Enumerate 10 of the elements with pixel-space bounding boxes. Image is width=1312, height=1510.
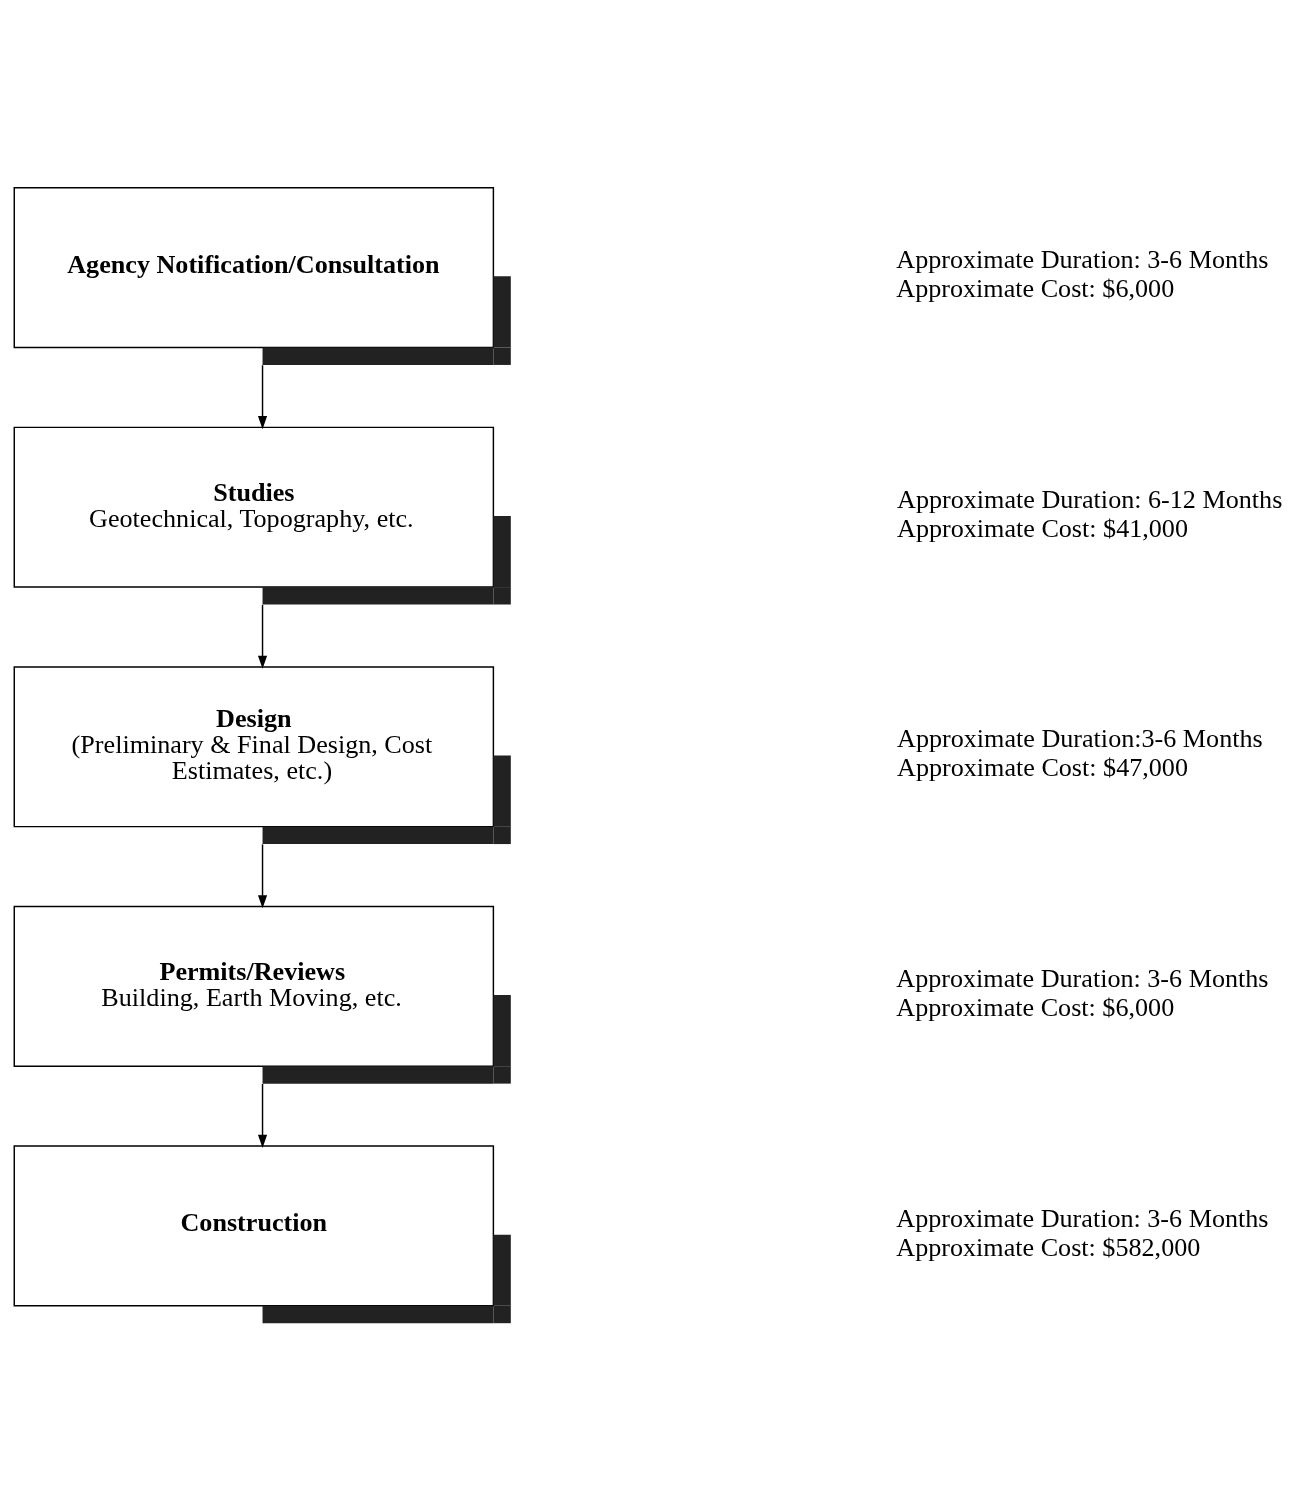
node-label: Approximate Cost: $41,000 <box>897 513 1189 543</box>
node-label: Approximate Cost: $47,000 <box>897 752 1189 782</box>
node-label: Approximate Cost: $6,000 <box>896 273 1175 303</box>
node-label: Approximate Duration: 3-6 Months <box>896 963 1269 993</box>
node-label: Approximate Cost: $6,000 <box>896 992 1175 1022</box>
node-label: Approximate Duration: 3-6 Months <box>896 1203 1269 1232</box>
node-label: Approximate Duration: 6-12 Months <box>897 484 1283 514</box>
node-label: Approximate Cost: $582,000 <box>896 1232 1201 1262</box>
node-label: Approximate Duration: 3-6 Months <box>896 244 1269 274</box>
node-label: Approximate Duration:3-6 Months <box>897 723 1263 753</box>
